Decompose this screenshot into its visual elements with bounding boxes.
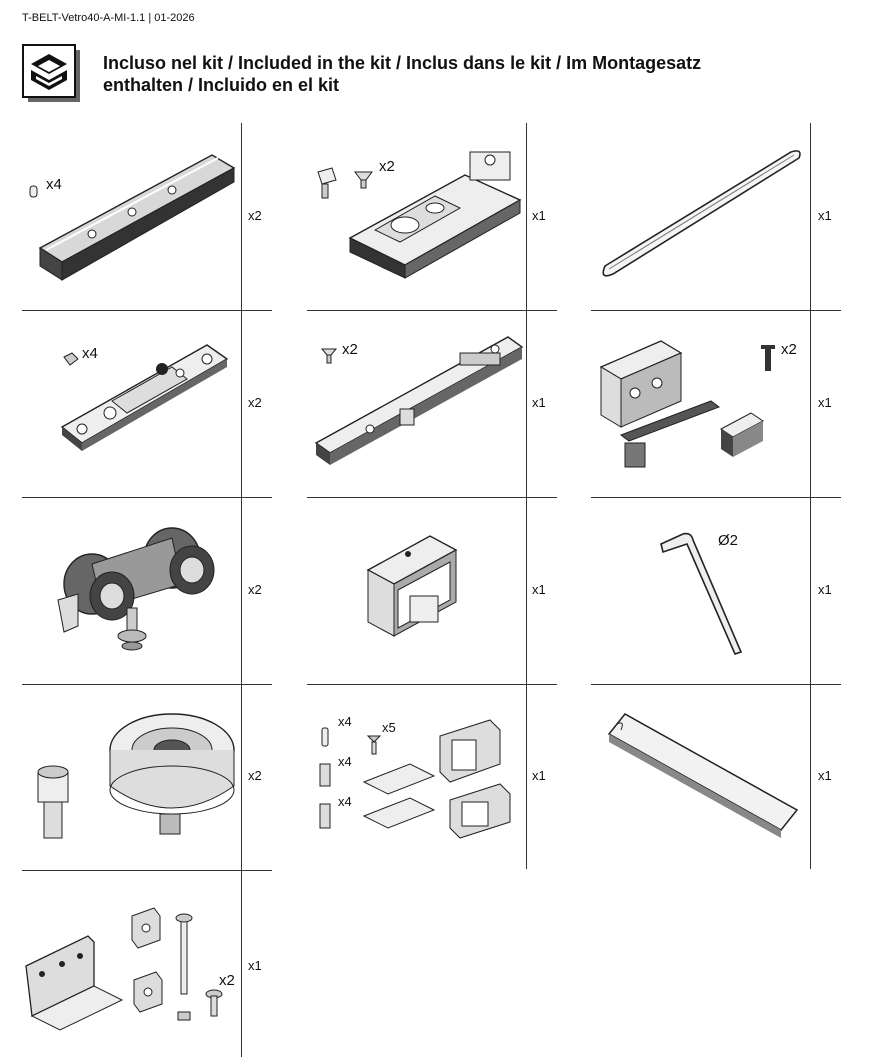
hex-key-illustration [660,532,743,655]
column-divider [241,123,242,1057]
part-quantity: x2 [248,208,262,223]
part-quantity: x2 [248,582,262,597]
part-bracket-set: x2 x1 [22,876,262,1056]
row-divider [22,310,272,311]
part-quantity: x1 [532,582,546,597]
part-sublabel: x2 [219,972,235,989]
part-sublabel: x5 [382,720,396,735]
row-divider [591,684,841,685]
small-parts-illustration [319,719,511,839]
document-id: T-BELT-Vetro40-A-MI-1.1 | 01-2026 [22,12,195,24]
kit-box-icon [22,44,80,102]
part-belt-clamp: x2 x1 [591,317,832,492]
part-sublabel: x4 [82,345,98,362]
part-quantity: x1 [532,395,546,410]
row-divider [307,310,557,311]
part-sublabel: x4 [338,794,352,809]
row-divider [22,870,272,871]
column-divider [810,123,811,869]
part-quantity: x2 [248,395,262,410]
part-glass-clamp: x1 [300,504,546,679]
row-divider [591,497,841,498]
page-title: Incluso nel kit / Included in the kit / … [103,52,823,96]
part-sublabel: x4 [338,754,352,769]
column-divider [526,123,527,869]
part-small-parts-set: x4 x5 x4 x4 x1 [300,690,546,865]
part-track-rail: x4 x2 [22,130,262,305]
guide-profile-illustration [314,336,524,465]
part-belt: x1 [591,130,832,305]
row-divider [307,684,557,685]
part-sublabel: x2 [781,341,797,358]
part-carriage-plate: x4 x2 [22,317,262,492]
row-divider [307,497,557,498]
track-rail-illustration [29,154,236,281]
bracket-set-illustration [25,907,223,1031]
belt-illustration [602,150,801,277]
part-spacer-bar: x1 [591,690,832,865]
part-stopper-block: x2 x1 [300,130,546,305]
part-quantity: x1 [818,582,832,597]
glass-clamp-illustration [366,535,458,637]
part-sublabel: Ø2 [718,532,739,549]
part-quantity: x1 [818,208,832,223]
part-sublabel: x4 [46,176,62,193]
part-sublabel: x2 [379,158,395,175]
part-sublabel: x4 [338,714,352,729]
part-roller-carriage: x2 [22,504,262,679]
row-divider [591,310,841,311]
wheel-set-illustration [37,713,235,839]
part-quantity: x1 [248,958,262,973]
part-wheel-set: x2 [22,690,262,865]
part-quantity: x1 [818,395,832,410]
row-divider [22,497,272,498]
part-quantity: x1 [532,768,546,783]
belt-clamp-illustration [599,340,775,468]
part-quantity: x1 [532,208,546,223]
part-hex-key: Ø2 x1 [591,504,832,679]
spacer-bar-illustration [607,713,799,838]
title-line-1: Incluso nel kit / Included in the kit / … [103,53,702,73]
title-line-2: enthalten / Incluido en el kit [103,75,340,95]
part-guide-profile: x2 x1 [300,317,546,492]
part-quantity: x1 [818,768,832,783]
roller-carriage-illustration [57,527,215,651]
carriage-plate-illustration [60,344,229,451]
stopper-block-illustration [317,151,522,279]
part-sublabel: x2 [342,341,358,358]
row-divider [22,684,272,685]
part-quantity: x2 [248,768,262,783]
